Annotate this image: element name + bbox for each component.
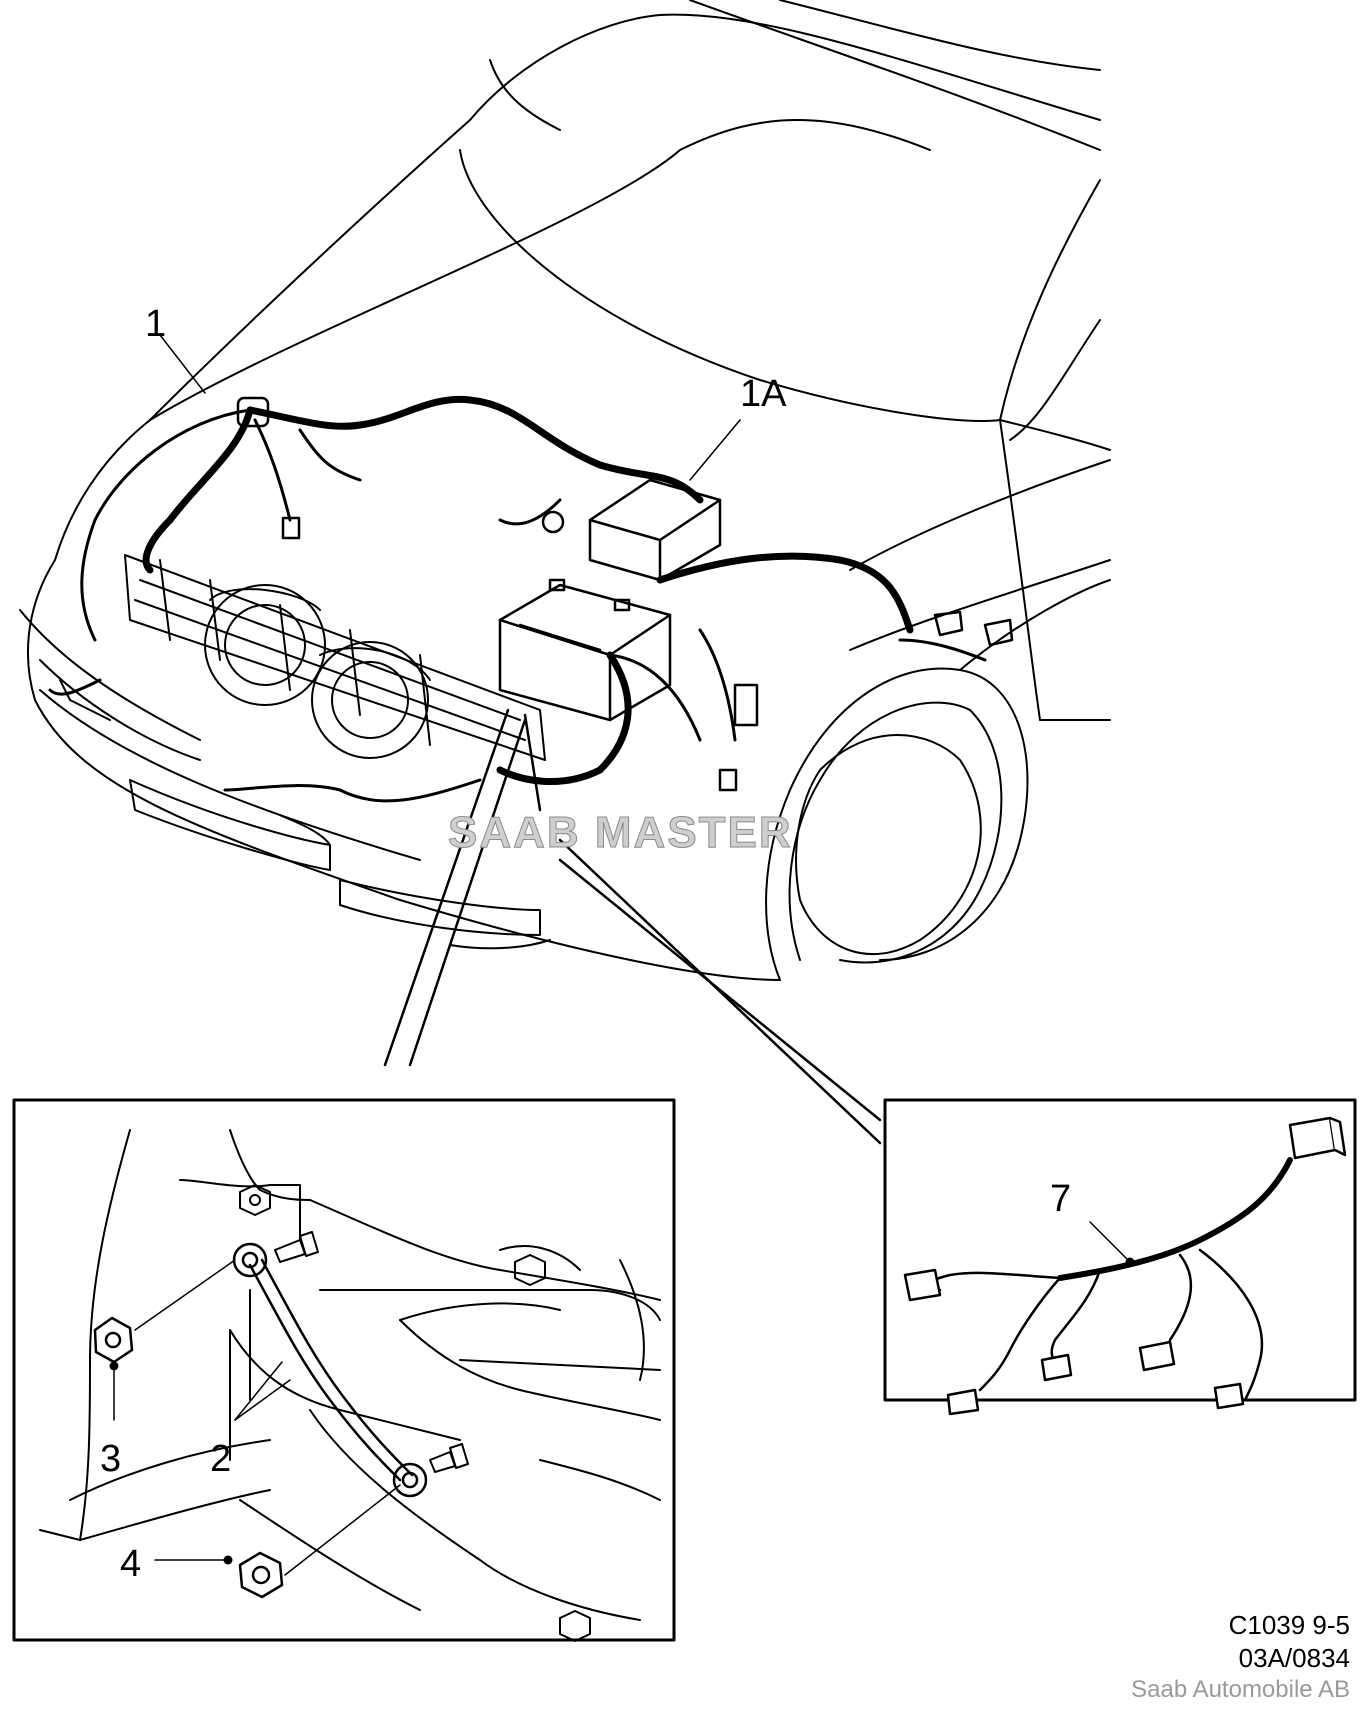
callout-7: 7 (1050, 1178, 1072, 1220)
leader-lines (159, 334, 741, 481)
detail-box-sub-harness (883, 1098, 1357, 1416)
detail-box-ground-strap (12, 1098, 676, 1642)
callout-1a: 1A (740, 373, 787, 415)
battery (498, 578, 672, 722)
diagram-code: C1039 9-5 (1228, 1610, 1350, 1640)
diagram-number: 03A/0834 (1238, 1643, 1350, 1673)
radiator-grille (124, 554, 546, 761)
callout-1: 1 (145, 303, 167, 345)
sub-harness-connectors (903, 1116, 1347, 1416)
harness-connectors (236, 396, 1014, 792)
company-name: Saab Automobile AB (1131, 1676, 1350, 1703)
watermark: SAAB MASTER (448, 808, 793, 858)
callout-3: 3 (100, 1438, 122, 1480)
fuse-box (588, 478, 722, 582)
harness-branches (48, 408, 987, 803)
nuts (93, 1316, 284, 1599)
screws (274, 1231, 469, 1473)
callout-4: 4 (120, 1543, 142, 1585)
zoom-lines (383, 708, 882, 1145)
main-harness (142, 395, 914, 785)
callout-2: 2 (210, 1438, 232, 1480)
